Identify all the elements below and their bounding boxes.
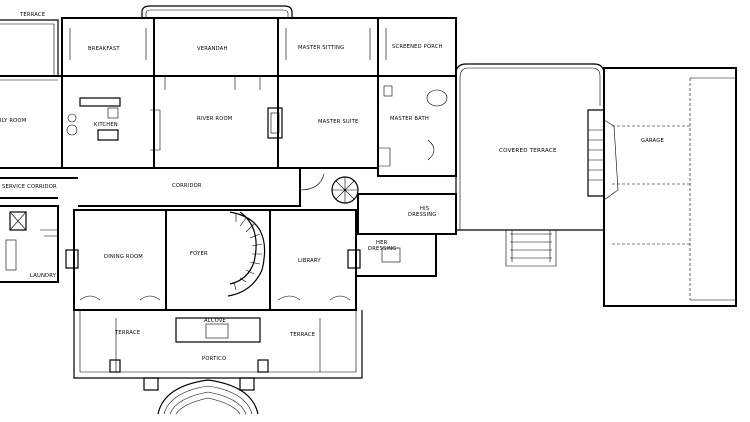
- room-labels: TERRACE BREAKFAST VERANDAH MASTER SITTIN…: [0, 12, 664, 362]
- label-garage: GARAGE: [641, 138, 664, 144]
- top-wing-walls: [0, 5, 457, 90]
- label-service-corridor: SERVICE CORRIDOR: [2, 184, 57, 190]
- label-master-sitting: MASTER SITTING: [298, 45, 344, 51]
- label-breakfast: BREAKFAST: [88, 46, 120, 52]
- label-family-room: ILY ROOM: [0, 118, 26, 124]
- label-library: LIBRARY: [298, 258, 321, 264]
- label-foyer: FOYER: [190, 251, 208, 257]
- label-terrace-top: TERRACE: [19, 12, 45, 18]
- portico: [73, 310, 363, 415]
- label-covered-terrace: COVERED TERRACE: [499, 148, 557, 154]
- label-corridor: CORRIDOR: [172, 183, 202, 189]
- label-her-dressing-1: HER: [376, 240, 388, 246]
- label-terrace-left: TERRACE: [114, 330, 140, 336]
- label-terrace-right: TERRACE: [289, 332, 315, 338]
- label-kitchen: KITCHEN: [94, 122, 118, 128]
- label-master-bath: MASTER BATH: [390, 116, 429, 122]
- label-dining-room: DINING ROOM: [104, 254, 143, 260]
- label-his-dressing-1: HIS: [420, 206, 429, 212]
- label-laundry: LAUNDRY: [30, 273, 57, 279]
- label-veranda: VERANDAH: [197, 46, 228, 52]
- label-alcove: ALCOVE: [204, 318, 226, 324]
- label-master-suite: MASTER SUITE: [318, 119, 358, 125]
- lower-floor-walls: [0, 205, 437, 343]
- label-her-dressing-2: DRESSING: [368, 246, 397, 252]
- east-wing-walls: [455, 63, 737, 307]
- label-portico: PORTICO: [202, 356, 226, 362]
- label-his-dressing-2: DRESSING: [408, 212, 437, 218]
- label-screened-porch: SCREENED PORCH: [392, 44, 443, 50]
- label-river-room: RIVER ROOM: [197, 116, 232, 122]
- middle-band-walls: [0, 75, 457, 235]
